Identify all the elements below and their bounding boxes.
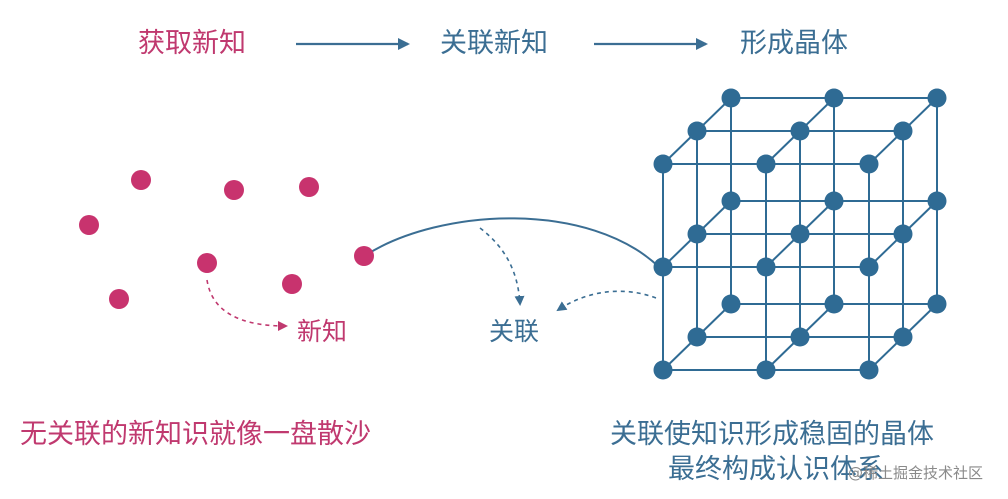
flow-step-acquire: 获取新知 xyxy=(138,28,246,59)
lattice-node xyxy=(859,360,879,380)
lattice-node xyxy=(927,191,947,211)
lattice-node xyxy=(721,88,741,108)
lattice-node xyxy=(721,294,741,314)
lattice-node xyxy=(721,191,741,211)
lattice-node xyxy=(927,88,947,108)
link-dashed-arrow-right xyxy=(556,290,657,312)
lattice-node xyxy=(756,154,776,174)
link-dashed-arrow-top xyxy=(479,227,525,306)
pink-dot xyxy=(354,246,374,266)
pink-dot xyxy=(282,274,302,294)
lattice-node xyxy=(653,360,673,380)
lattice-node xyxy=(824,88,844,108)
pink-dot xyxy=(224,180,244,200)
lattice-node xyxy=(687,327,707,347)
pink-dot xyxy=(299,177,319,197)
lattice-node xyxy=(687,224,707,244)
pink-dot xyxy=(131,170,151,190)
lattice-node xyxy=(859,257,879,277)
watermark: @稀土掘金技术社区 xyxy=(848,464,984,482)
new-knowledge-dashed-arrow xyxy=(206,279,288,331)
link-label: 关联 xyxy=(489,317,540,346)
pink-dot xyxy=(79,215,99,235)
lattice-node xyxy=(653,154,673,174)
lattice-node xyxy=(893,121,913,141)
lattice-node xyxy=(824,294,844,314)
lattice-node xyxy=(790,327,810,347)
lattice-node xyxy=(756,360,776,380)
lattice-node xyxy=(927,294,947,314)
link-curve xyxy=(365,217,661,269)
crystal-caption-line2: 最终构成认识体系 xyxy=(668,454,884,485)
crystal-caption-line1: 关联使知识形成稳固的晶体 xyxy=(610,419,934,450)
crystal-lattice-nodes xyxy=(653,88,947,380)
lattice-node xyxy=(893,224,913,244)
lattice-node xyxy=(824,191,844,211)
scattered-knowledge-dots xyxy=(79,170,374,309)
pink-dot xyxy=(109,289,129,309)
lattice-node xyxy=(756,257,776,277)
lattice-node xyxy=(687,121,707,141)
lattice-node xyxy=(859,154,879,174)
lattice-node xyxy=(893,327,913,347)
lattice-node xyxy=(653,257,673,277)
scatter-caption: 无关联的新知识就像一盘散沙 xyxy=(20,419,371,450)
lattice-node xyxy=(790,224,810,244)
new-knowledge-label: 新知 xyxy=(297,317,348,346)
flow-step-associate: 关联新知 xyxy=(440,28,548,59)
lattice-node xyxy=(790,121,810,141)
flow-step-crystallize: 形成晶体 xyxy=(740,28,848,59)
pink-dot xyxy=(197,253,217,273)
